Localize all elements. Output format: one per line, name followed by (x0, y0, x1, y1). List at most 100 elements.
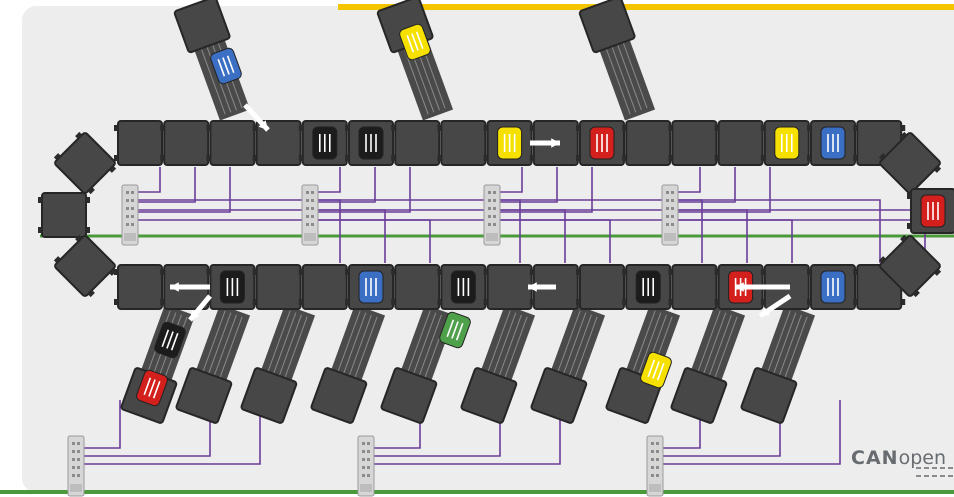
roller-lower (113, 264, 167, 310)
bottom-spur-7 (530, 304, 606, 424)
bottom-spur-10-end (740, 367, 798, 424)
bottom-spur-10 (740, 304, 816, 424)
bottom-spur-10-rail (772, 312, 797, 376)
bottom-spur-9-rail (696, 310, 721, 374)
roller-lower (251, 264, 306, 310)
carrier-black (450, 270, 477, 304)
top-spur-3 (578, 0, 656, 121)
bottom-spur-6-rail (498, 314, 522, 378)
bottom-spur-7-rail (556, 310, 581, 374)
roller-upper (713, 120, 768, 166)
roller-left-mid (37, 192, 91, 238)
bottom-spur-7-rail (568, 314, 592, 378)
carrier-black (311, 126, 338, 160)
bottom-spur-9-body (689, 304, 746, 386)
roller-upper (251, 120, 306, 166)
bottom-spur-8-rail (637, 312, 662, 376)
bottom-spur-4-rail (353, 316, 378, 380)
bottom-spur-7-rail (562, 312, 587, 376)
bottom-spur-5-end (380, 367, 438, 424)
bottom-spur-6-rail (492, 312, 517, 376)
top-spur-1-rail (200, 46, 226, 115)
wire (678, 219, 954, 221)
bottom-spur-4-rail (348, 314, 372, 378)
carrier-blue (358, 270, 384, 304)
arrow-left-1-head (170, 282, 179, 292)
roller-upper (390, 120, 445, 166)
bottom-spur-8-rail (631, 310, 656, 374)
bottom-spur-9-rail (708, 314, 732, 378)
logo-text-bold: CAN (851, 447, 899, 469)
bottom-spur-3-rail (272, 312, 297, 376)
bottom-spur-5-rail (406, 310, 431, 374)
wire (500, 167, 558, 203)
bottom-spur-10-rail (778, 314, 802, 378)
top-spur-3-rail (621, 40, 648, 109)
bottom-spur-6-rail (503, 316, 528, 380)
arrow-merge-top-head (258, 120, 268, 130)
wire (663, 400, 841, 465)
wire (84, 400, 261, 465)
wire (138, 167, 161, 193)
roller-upper (667, 120, 722, 166)
bottom-spur-5-rail (418, 314, 442, 378)
roller-lower (390, 264, 445, 310)
bottom-spur-10-body (759, 304, 816, 386)
top-spur-2-rail (403, 46, 429, 115)
roller-upper (205, 120, 260, 166)
io-module-5 (67, 435, 85, 497)
bottom-spur-6-body (479, 304, 536, 386)
bottom-spur-4-rail (336, 310, 361, 374)
carrier-black (358, 126, 384, 160)
bottom-spur-9 (670, 304, 746, 424)
wire (500, 167, 523, 193)
bottom-spur-6 (460, 304, 536, 424)
top-spur-3-body (597, 34, 656, 121)
io-module-1 (121, 184, 139, 246)
bottom-spur-3 (240, 304, 316, 424)
bottom-spur-5-body (399, 304, 456, 386)
top-spur-3-rail (605, 46, 631, 115)
roller-lower (297, 264, 352, 310)
wire (678, 167, 771, 213)
bottom-spur-2-rail (207, 312, 232, 376)
io-module-6 (357, 435, 375, 497)
bottom-spur-5-rail (412, 312, 437, 376)
roller-upper (159, 120, 214, 166)
bottom-spur-10-rail (783, 316, 808, 380)
io-module-2 (301, 184, 319, 246)
bottom-spur-2-rail (218, 316, 243, 380)
bottom-spur-9-rail (702, 312, 727, 376)
io-module-4 (661, 184, 679, 246)
carrier-black (635, 270, 662, 304)
wire (678, 167, 701, 193)
carrier-red (920, 194, 946, 228)
wire (678, 199, 881, 263)
bottom-spur-7-end (530, 367, 588, 424)
bottom-spur-5 (380, 304, 456, 424)
carrier-yellow (773, 126, 800, 160)
arrow-right-head (551, 138, 560, 148)
bottom-spur-3-rail (278, 314, 302, 378)
carrier-red (589, 126, 615, 160)
bottom-spur-9-end (670, 367, 728, 424)
bottom-spur-8-body (624, 304, 681, 386)
io-module-3 (483, 184, 501, 246)
bottom-spur-2 (175, 304, 251, 424)
bottom-spur-2-end (175, 367, 233, 424)
bottom-spur-3-body (259, 304, 316, 386)
wire (374, 400, 561, 465)
canopen-logo: CANopen (851, 447, 946, 469)
roller-lower (575, 264, 629, 310)
top-spur-3-rail (616, 42, 642, 111)
bottom-spur-2-rail (213, 314, 237, 378)
roller-lower (482, 264, 537, 310)
io-module-7 (646, 435, 664, 497)
carrier-blue (820, 270, 846, 304)
carrier-blue (820, 126, 846, 160)
carrier-yellow (496, 126, 523, 160)
bottom-spur-7-rail (573, 316, 598, 380)
bottom-spur-4-rail (342, 312, 367, 376)
bottom-spur-6-end (460, 367, 518, 424)
